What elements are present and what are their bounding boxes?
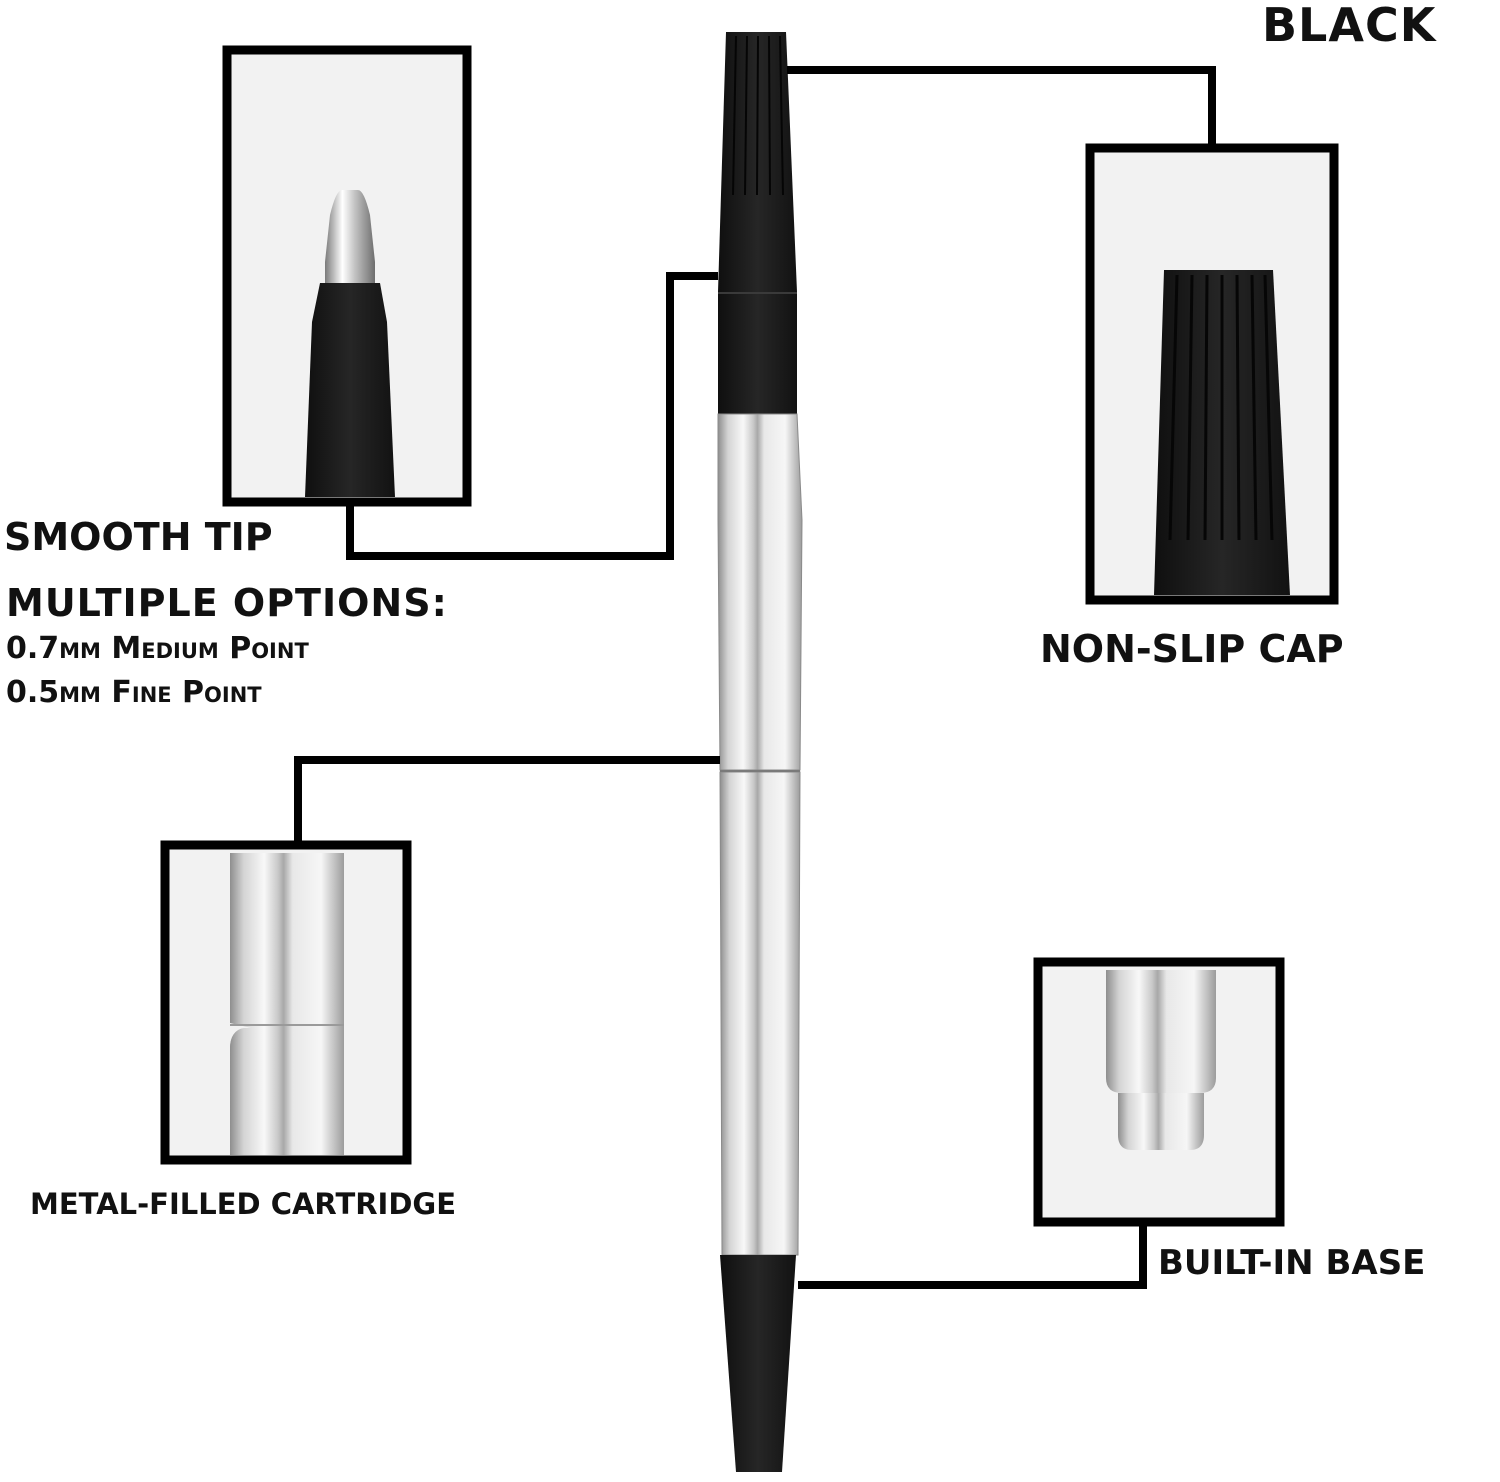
pen-illustration [717,32,803,1472]
cartridge-closeup-panel [160,840,412,1165]
cap-closeup-panel [1085,143,1339,605]
tip-connector-line [346,272,718,560]
option-item-fine: 0.5mm Fine Point [6,675,262,710]
metal-filled-cartridge-label: metal-filled cartridge [30,1187,457,1221]
color-name-title: BLACK [1262,0,1437,52]
cap-connector-line [787,66,1216,148]
base-connector-line [798,1222,1147,1289]
base-closeup-icon [1106,970,1216,1150]
connector-lines [294,66,1216,1289]
pen-barrel-upper [717,413,803,771]
cap-ribs [732,35,784,196]
base-closeup-panel [1033,957,1285,1227]
pen-tip-closeup-icon [325,190,375,283]
pen-bottom-end [720,1255,796,1472]
built-in-base-label: BUILT-IN BASE [1158,1243,1426,1283]
cartridge-closeup-icon [230,853,344,1155]
smooth-tip-label: SMOOTH TIP [4,515,273,559]
non-slip-cap-label: NON-SLIP CAP [1040,627,1344,671]
tip-closeup-panel [222,45,472,507]
option-item-medium: 0.7mm Medium Point [6,631,309,666]
multiple-options-label: MULTIPLE OPTIONS: [6,581,448,625]
pen-barrel-lower [719,771,801,1256]
pen-grip-collar [718,294,797,414]
cartridge-connector-line [294,756,720,845]
